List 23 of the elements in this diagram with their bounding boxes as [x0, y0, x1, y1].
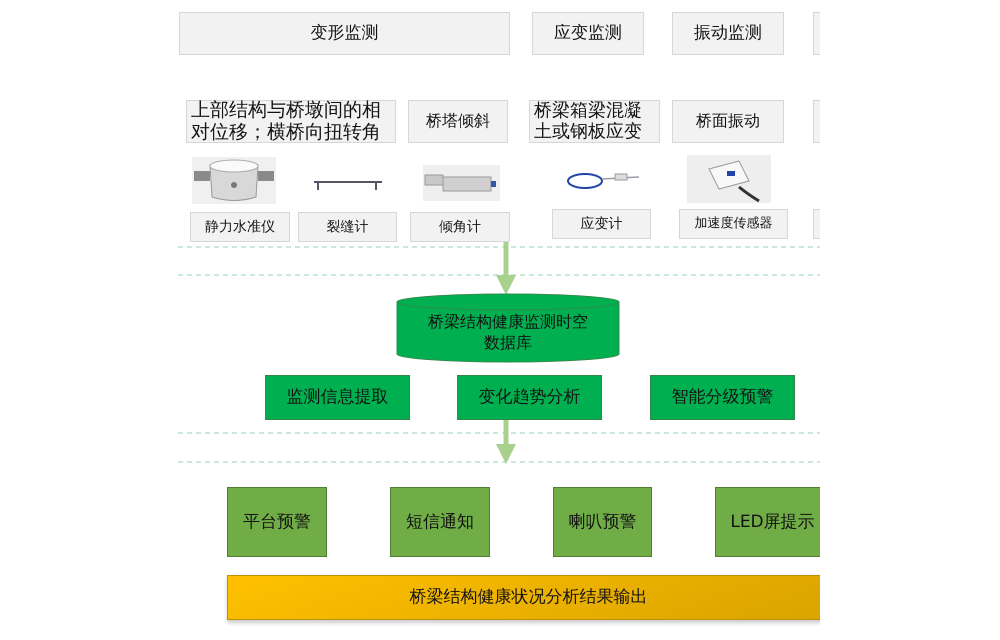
database-cylinder: 桥梁结构健康监测时空数据库 [396, 293, 620, 363]
process-box: 变化趋势分析 [457, 375, 602, 420]
category-box: 上部结构与桥墩间的相对位移；横桥向扭转角 [186, 100, 396, 143]
arrow [496, 242, 516, 295]
alert-box: 喇叭预警 [553, 487, 652, 557]
category-box: 变形监测 [179, 12, 510, 55]
category-box: 加速度传感器 [679, 209, 788, 239]
process-box: 监测信息提取 [265, 375, 410, 420]
category-box: 裂缝计 [298, 212, 397, 242]
category-box: 桥梁箱梁混凝土或钢板应变 [529, 100, 660, 143]
arrow [496, 420, 516, 464]
category-box: 桥塔倾斜 [408, 100, 508, 143]
alert-box: 平台预警 [227, 487, 327, 557]
alert-box: LED屏提示 [715, 487, 820, 557]
category-box: 倾角计 [410, 212, 510, 242]
output-bar: 桥梁结构健康状况分析结果输出 [227, 575, 820, 620]
category-box: 振动监测 [672, 12, 784, 55]
process-box: 智能分级预警 [650, 375, 795, 420]
alert-box: 短信通知 [390, 487, 490, 557]
category-box: 桥面振动 [672, 100, 784, 143]
category-box: 应变计 [552, 209, 651, 239]
category-box: 应变监测 [532, 12, 644, 55]
category-box: 静力水准仪 [190, 212, 290, 242]
